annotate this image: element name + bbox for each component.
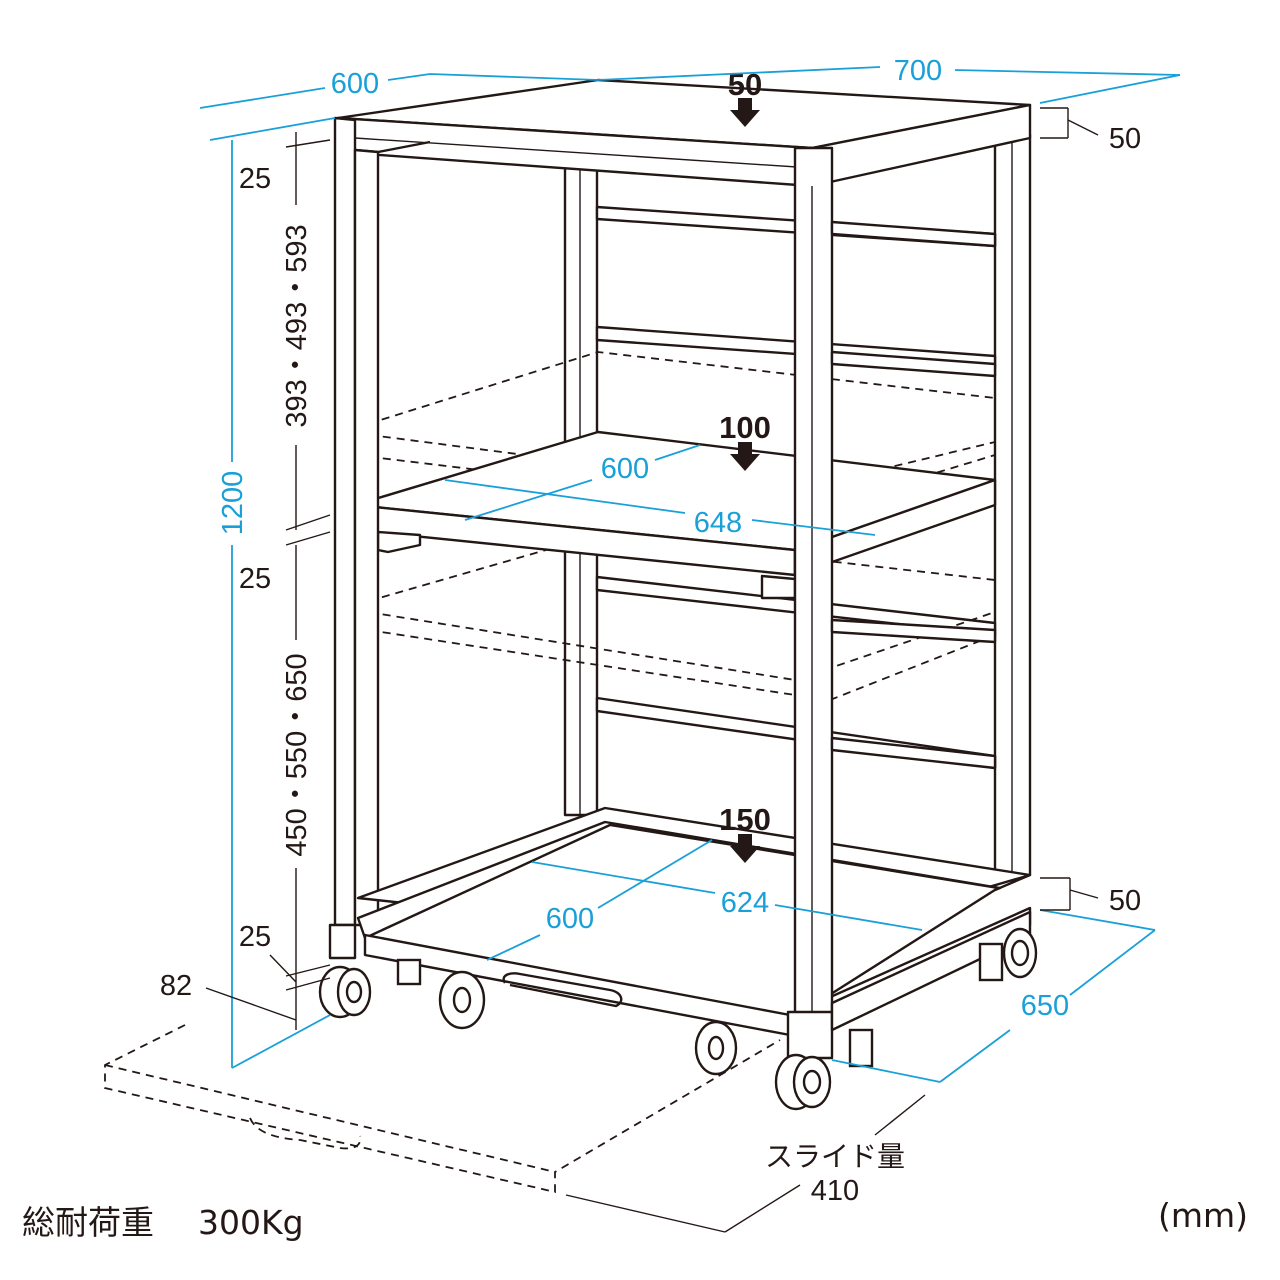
slide-out-outline xyxy=(104,1024,781,1194)
total-load-value: 300Kg xyxy=(198,1203,304,1242)
gap-bottom-label: 25 xyxy=(239,921,271,953)
bottom-load-label: 150 xyxy=(719,802,771,837)
floor-clearance-label: 82 xyxy=(160,970,192,1002)
top-depth-label: 600 xyxy=(331,68,379,100)
lower-shelf-range-label: 450・550・650 xyxy=(281,653,313,856)
caster-front-left xyxy=(318,965,372,1019)
total-load: 総耐荷重 300Kg xyxy=(22,1196,304,1244)
middle-shelf-width-label: 648 xyxy=(694,507,742,539)
dimension-lines xyxy=(199,66,1181,1083)
caster-rear-left xyxy=(396,958,486,1030)
total-load-label: 総耐荷重 xyxy=(22,1203,154,1242)
caster-rear-right xyxy=(848,927,1038,1068)
unit-label: (mm) xyxy=(1157,1196,1248,1235)
bottom-shelf-width-label: 624 xyxy=(721,887,769,919)
bottom-thickness-label: 50 xyxy=(1109,885,1141,917)
base-depth-label: 650 xyxy=(1021,990,1069,1022)
bottom-shelf-depth-label: 600 xyxy=(546,903,594,935)
leader-lines xyxy=(205,107,1099,1233)
upper-shelf-range-label: 393・493・593 xyxy=(281,224,313,427)
slide-tray xyxy=(328,806,1032,1037)
caster-rear-middle xyxy=(694,1020,738,1076)
load-arrow-middle: 100 xyxy=(719,410,771,471)
gap-top-label: 25 xyxy=(239,163,271,195)
slide-label: スライド量 xyxy=(765,1140,905,1173)
middle-shelf-depth-label: 600 xyxy=(601,453,649,485)
middle-shelf xyxy=(353,430,997,600)
load-arrow-bottom: 150 xyxy=(719,802,771,863)
top-thickness-label: 50 xyxy=(1109,123,1141,155)
total-height-label: 1200 xyxy=(217,471,249,536)
rack-right-post xyxy=(786,146,1032,1060)
slide-amount-label: 410 xyxy=(811,1175,859,1207)
casters xyxy=(318,927,1038,1111)
gap-middle-label: 25 xyxy=(239,563,271,595)
top-width-label: 700 xyxy=(894,55,942,87)
middle-load-label: 100 xyxy=(719,410,771,445)
top-board xyxy=(336,78,1032,188)
caster-front-right xyxy=(774,1053,832,1111)
